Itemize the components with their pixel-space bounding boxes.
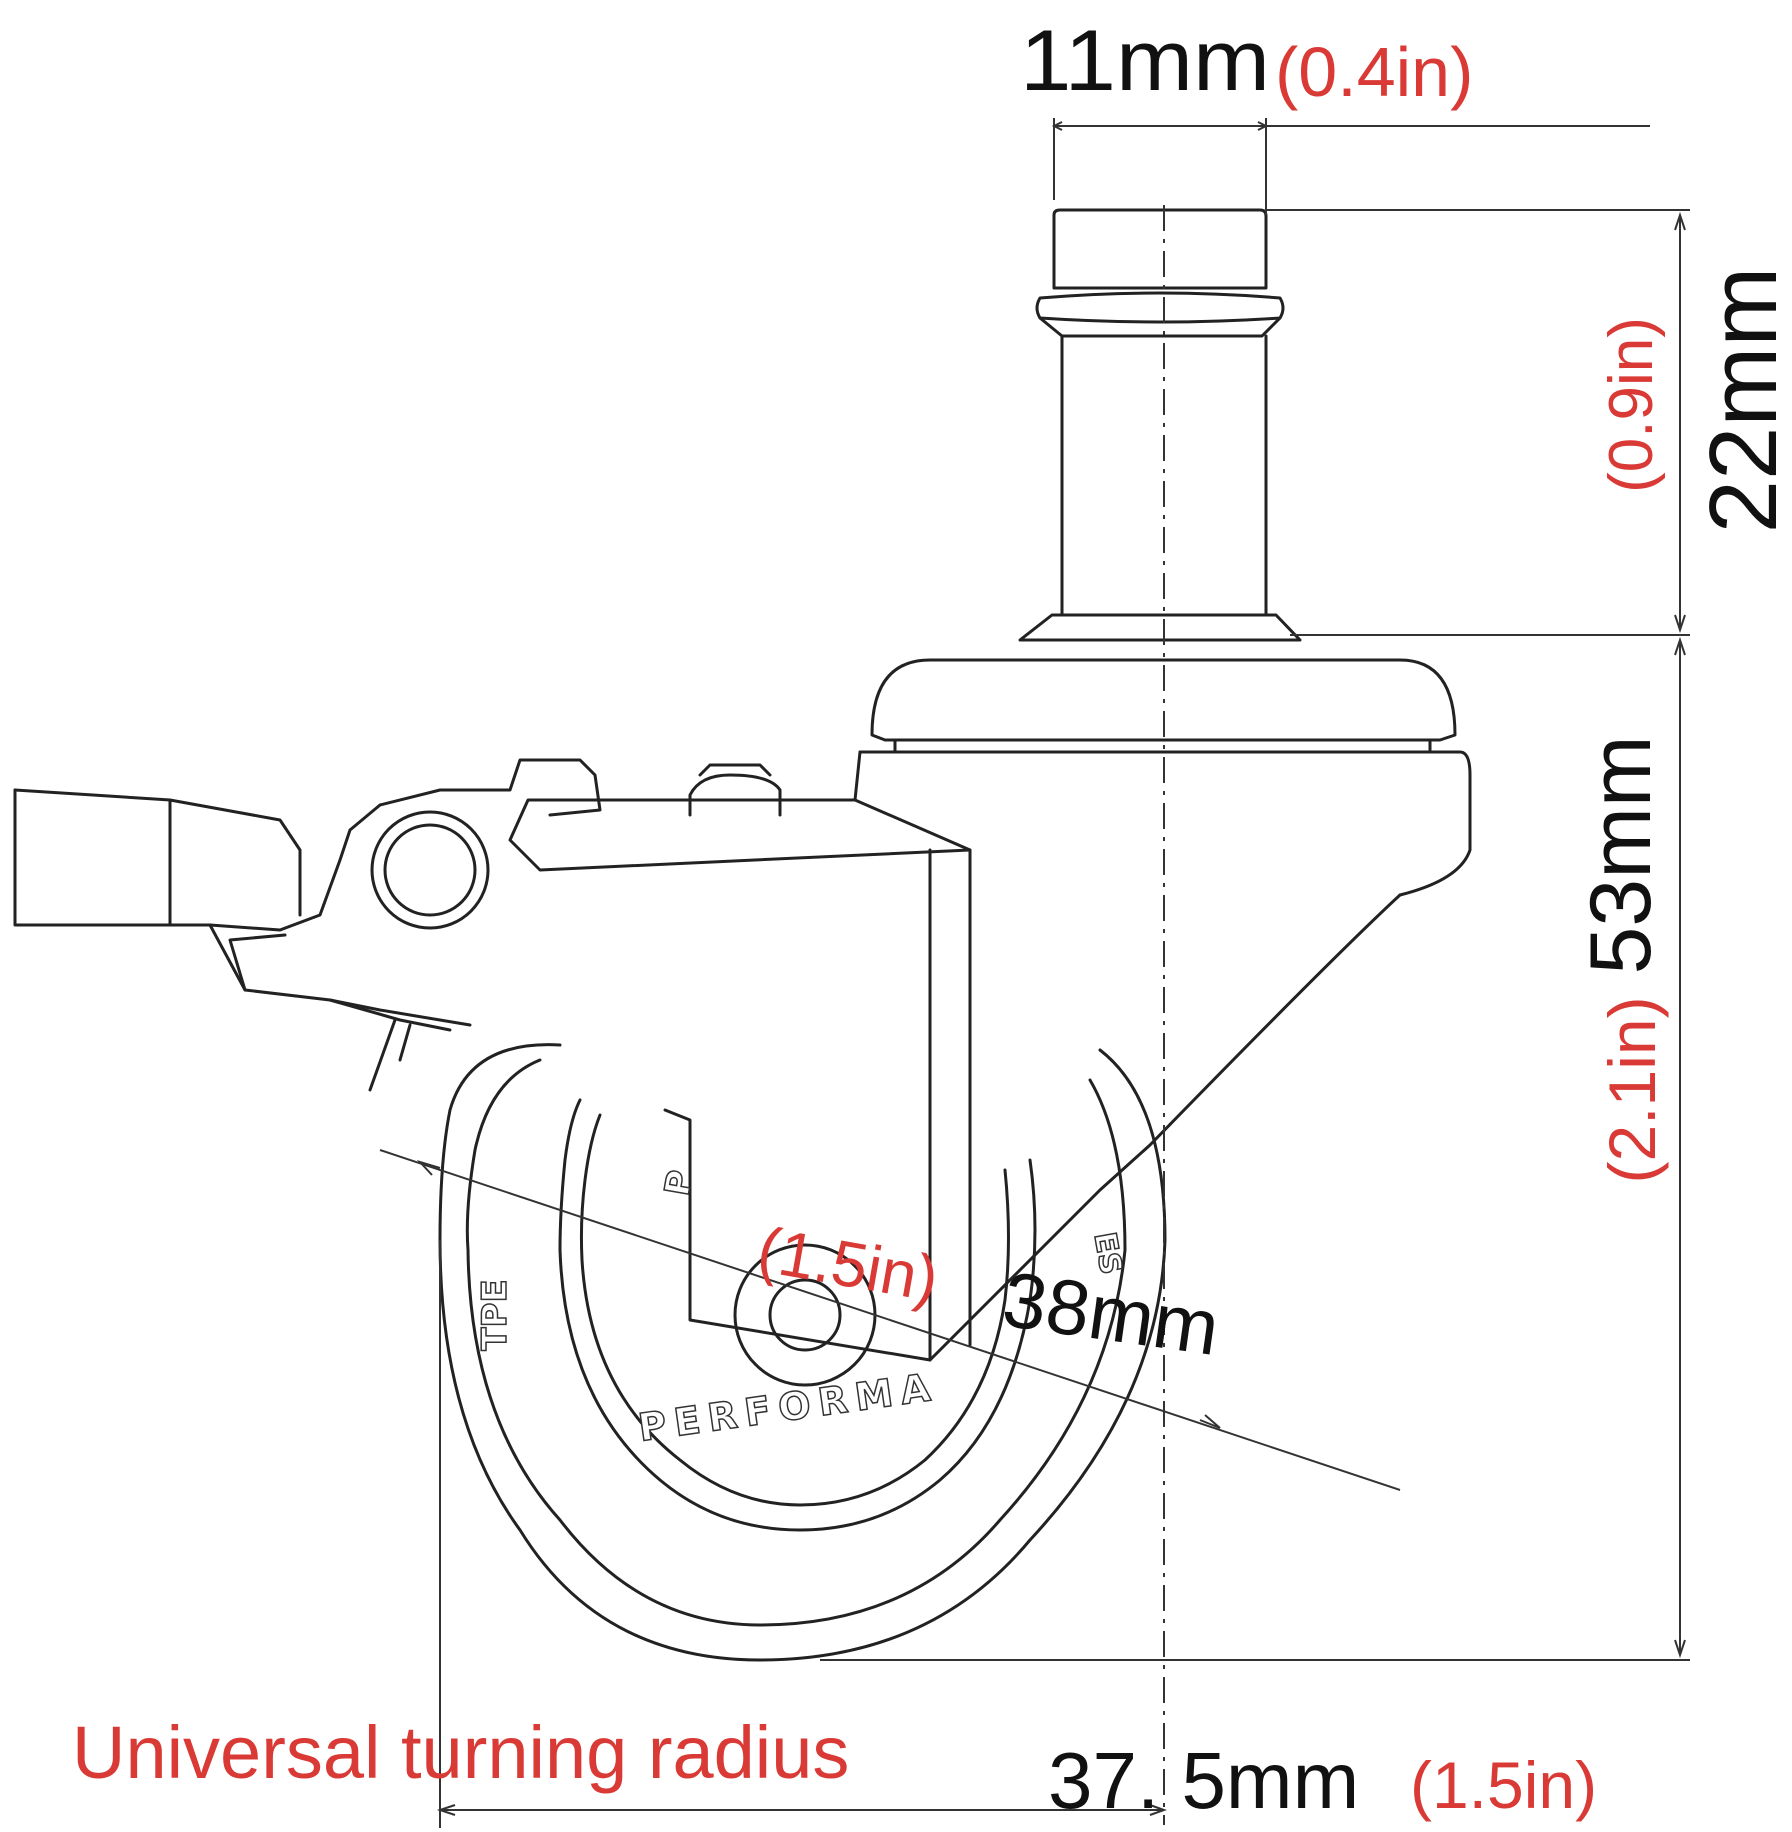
wheel-diameter-inch: (1.5in) (753, 1213, 944, 1315)
fork-body (508, 750, 1402, 1362)
wheel-diameter-mm: 38mm (998, 1255, 1225, 1372)
total-height-inch: (2.1in) (1595, 996, 1669, 1183)
turning-radius-mm: 37. 5mm (1048, 1736, 1359, 1825)
stem-height-mm: 22mm (1690, 267, 1792, 534)
wheel: TPE PERFORMA P ES (438, 1043, 1167, 1662)
stem (1018, 208, 1302, 642)
swivel-head (858, 658, 1472, 897)
turning-radius-inch: (1.5in) (1410, 1748, 1597, 1822)
brake-lever (13, 758, 782, 1092)
svg-text:TPE: TPE (475, 1279, 515, 1350)
dimension-lines (379, 118, 1690, 1828)
svg-text:PERFORMA: PERFORMA (636, 1364, 941, 1450)
caster-drawing: TPE PERFORMA P ES (13, 205, 1472, 1825)
wheel-diameter-label: (1.5in) 38mm (753, 1213, 1225, 1372)
svg-text:P: P (657, 1167, 701, 1198)
stem-height-label: 22mm (0.9in) (1597, 267, 1792, 534)
turning-radius-text: Universal turning radius (72, 1711, 849, 1794)
stem-height-inch: (0.9in) (1597, 317, 1666, 493)
total-height-mm: 53mm (1573, 736, 1669, 975)
stem-width-inch: (0.4in) (1275, 33, 1473, 111)
svg-text:ES: ES (1086, 1230, 1128, 1278)
total-height-label: 53mm (2.1in) (1573, 736, 1669, 1184)
stem-width-label: 11mm (0.4in) (1020, 13, 1473, 111)
turning-radius-label: Universal turning radius 37. 5mm (1.5in) (72, 1711, 1597, 1825)
stem-width-mm: 11mm (1020, 13, 1270, 109)
